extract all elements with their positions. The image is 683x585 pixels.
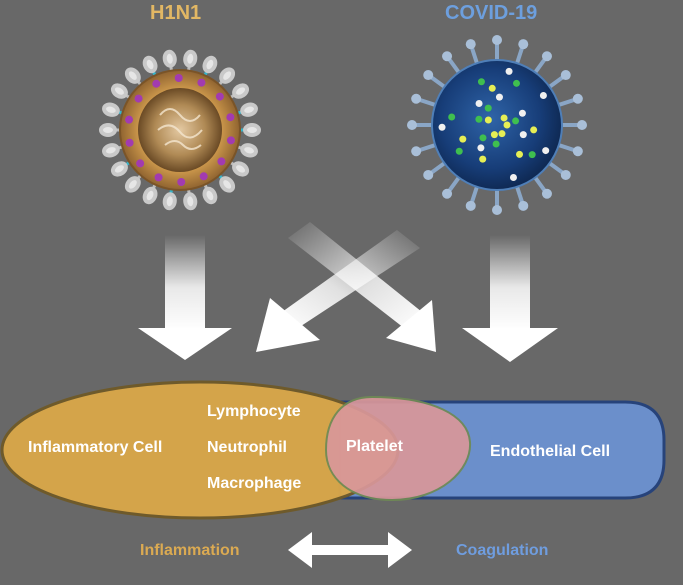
platelet-shape — [324, 395, 472, 502]
arrow-h1n1-to-inflammatory — [138, 235, 232, 360]
neutrophil-label: Neutrophil — [207, 439, 287, 456]
arrow-covid-to-endothelial — [462, 235, 558, 362]
lymphocyte-label: Lymphocyte — [207, 403, 301, 420]
platelet-label: Platelet — [346, 438, 403, 455]
h1n1-virus-icon — [99, 49, 261, 211]
double-arrow-icon — [288, 532, 412, 568]
endothelial-cell-label: Endothelial Cell — [490, 443, 611, 460]
inflammatory-cell-label: Inflammatory Cell — [28, 439, 163, 456]
covid-title: COVID-19 — [445, 2, 538, 24]
coagulation-label: Coagulation — [456, 542, 549, 559]
h1n1-title: H1N1 — [150, 2, 202, 24]
arrow-h1n1-to-endothelial — [288, 222, 436, 352]
inflammation-label: Inflammation — [140, 542, 240, 559]
covid-virus-icon — [407, 35, 587, 215]
macrophage-label: Macrophage — [207, 475, 302, 492]
